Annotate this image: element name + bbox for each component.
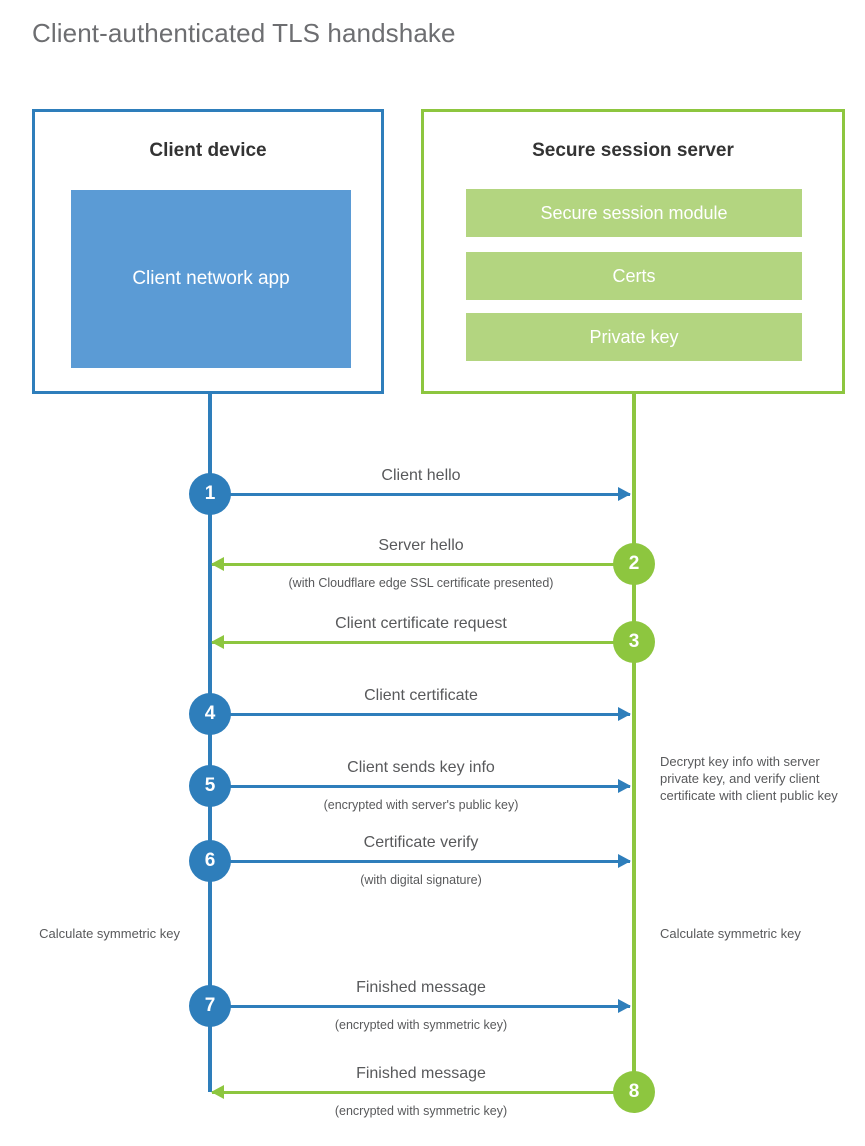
step-circle-6[interactable]: 6 [189, 840, 231, 882]
message-arrow-step-6 [210, 854, 631, 868]
arrowhead-icon [211, 557, 224, 571]
client-network-app-block: Client network app [71, 190, 351, 368]
message-sublabel-step-8: (encrypted with symmetric key) [334, 1104, 508, 1118]
arrowhead-icon [618, 487, 631, 501]
client-calculate-symmetric-key-note: Calculate symmetric key [39, 926, 180, 941]
message-arrow-step-5 [210, 779, 631, 793]
message-label-step-2: Server hello [378, 537, 464, 554]
message-sublabel-step-2: (with Cloudflare edge SSL certificate pr… [288, 576, 554, 590]
client-lifeline [208, 393, 212, 1092]
arrowhead-icon [618, 999, 631, 1013]
arrowhead-icon [618, 779, 631, 793]
message-arrow-step-8 [211, 1085, 632, 1099]
server-calculate-symmetric-key-note: Calculate symmetric key [660, 926, 801, 941]
message-sublabel-step-6: (with digital signature) [360, 873, 482, 887]
message-arrow-step-4 [210, 707, 631, 721]
client-device-title: Client device [149, 140, 267, 161]
page-title: Client-authenticated TLS handshake [32, 18, 456, 48]
server-lifeline [632, 393, 636, 1092]
step-circle-1[interactable]: 1 [189, 473, 231, 515]
message-label-step-3: Client certificate request [335, 615, 507, 632]
server-decrypt-annotation: Decrypt key info with server private key… [660, 754, 838, 803]
message-arrow-step-7 [210, 999, 631, 1013]
arrowhead-icon [211, 1085, 224, 1099]
message-arrow-step-1 [210, 487, 631, 501]
message-label-step-6: Certificate verify [363, 834, 479, 851]
step-circle-4[interactable]: 4 [189, 693, 231, 735]
message-label-step-7: Finished message [356, 979, 486, 996]
message-sublabel-step-5: (encrypted with server's public key) [323, 798, 519, 812]
arrowhead-icon [618, 854, 631, 868]
secure-session-server-box: Secure session server Secure session mod… [421, 109, 845, 394]
message-sublabel-step-7: (encrypted with symmetric key) [334, 1018, 508, 1032]
secure-session-server-title: Secure session server [532, 140, 734, 161]
message-arrow-step-3 [211, 635, 632, 649]
message-label-step-8: Finished message [356, 1065, 486, 1082]
arrowhead-icon [618, 707, 631, 721]
server-component-secure-session-module: Secure session module [466, 189, 802, 237]
step-circle-7[interactable]: 7 [189, 985, 231, 1027]
step-circle-2[interactable]: 2 [613, 543, 655, 585]
server-component-private-key: Private key [466, 313, 802, 361]
step-circle-3[interactable]: 3 [613, 621, 655, 663]
server-component-certs: Certs [466, 252, 802, 300]
message-arrow-step-2 [211, 557, 632, 571]
message-label-step-1: Client hello [381, 467, 461, 484]
arrowhead-icon [211, 635, 224, 649]
message-label-step-4: Client certificate [364, 687, 478, 704]
message-label-step-5: Client sends key info [347, 759, 495, 776]
client-device-box: Client device Client network app [32, 109, 384, 394]
step-circle-5[interactable]: 5 [189, 765, 231, 807]
step-circle-8[interactable]: 8 [613, 1071, 655, 1113]
